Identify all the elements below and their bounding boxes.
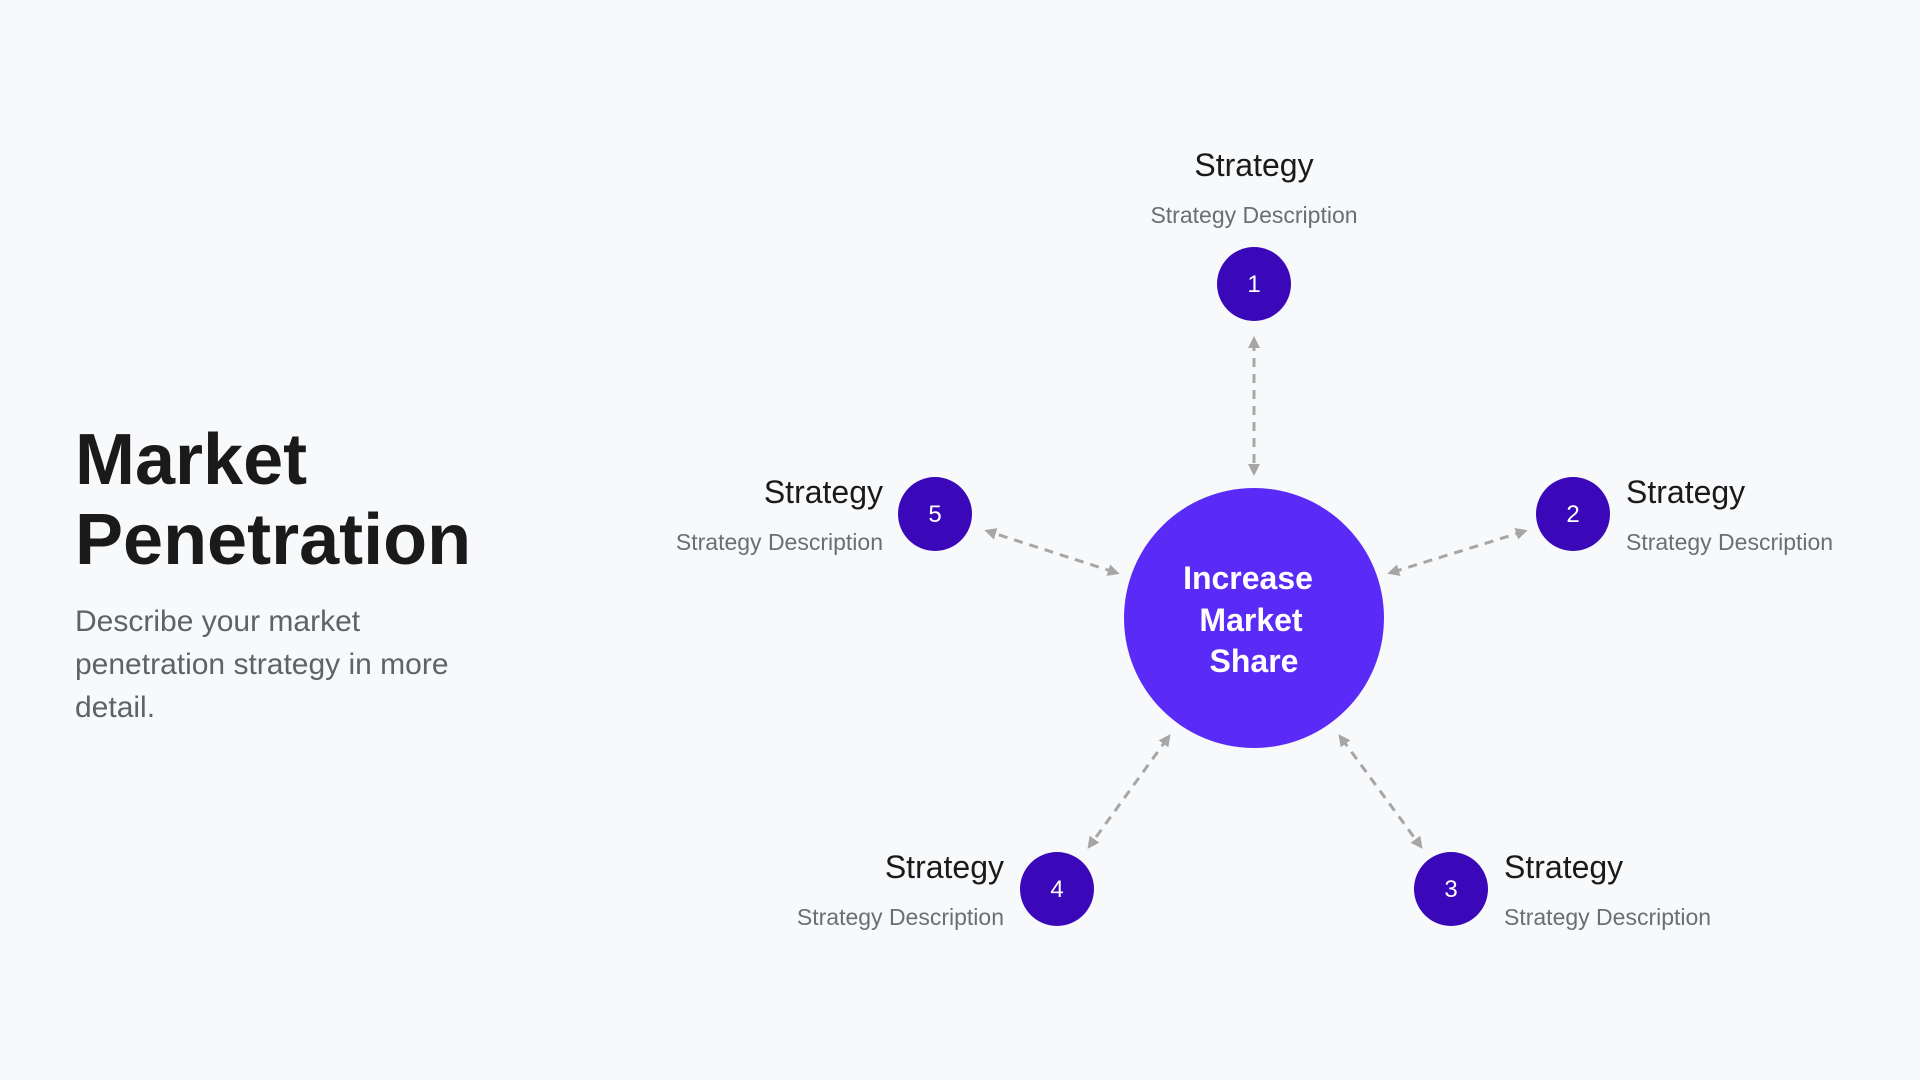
slide-title-line-2: Penetration — [75, 500, 472, 580]
strategy-3-number: 3 — [1444, 876, 1457, 903]
strategy-1-circle — [1217, 247, 1291, 321]
strategy-node-1: Strategy Strategy Description 1 — [1150, 147, 1358, 321]
strategy-2-circle — [1536, 477, 1610, 551]
strategy-5-number: 5 — [928, 501, 941, 528]
strategy-2-description: Strategy Description — [1626, 529, 1833, 555]
strategy-3-description: Strategy Description — [1504, 904, 1711, 930]
strategy-node-3: 3 Strategy Strategy Description — [1414, 849, 1711, 930]
center-node: Increase Market Share — [1124, 488, 1384, 748]
strategy-1-number: 1 — [1247, 271, 1260, 298]
strategy-node-2: 2 Strategy Strategy Description — [1536, 474, 1833, 555]
strategy-4-description: Strategy Description — [797, 904, 1004, 930]
strategy-2-number: 2 — [1566, 501, 1579, 528]
strategy-5-description: Strategy Description — [676, 529, 883, 555]
connectors — [984, 336, 1528, 849]
strategy-4-number: 4 — [1050, 876, 1063, 903]
center-circle — [1124, 488, 1384, 748]
center-label-line-1: Increase — [1183, 560, 1313, 596]
strategy-5-title: Strategy — [764, 474, 883, 510]
slide-description: Describe your market penetration strateg… — [75, 605, 449, 724]
strategy-5-circle — [898, 477, 972, 551]
strategy-2-title: Strategy — [1626, 474, 1745, 510]
strategy-4-title: Strategy — [885, 849, 1004, 885]
strategy-4-circle — [1020, 852, 1094, 926]
strategy-3-circle — [1414, 852, 1488, 926]
strategy-3-title: Strategy — [1504, 849, 1623, 885]
strategy-node-4: 4 Strategy Strategy Description — [797, 849, 1094, 930]
center-label-line-3: Share — [1210, 643, 1299, 679]
connector-2 — [1387, 528, 1528, 576]
strategy-1-title: Strategy — [1194, 147, 1313, 183]
center-label-line-2: Market — [1199, 602, 1303, 638]
slide-title: Market Penetration — [75, 420, 535, 580]
connector-3 — [1338, 734, 1423, 849]
strategy-node-5: 5 Strategy Strategy Description — [676, 474, 972, 555]
slide-title-line-1: Market — [75, 420, 308, 500]
strategy-1-description: Strategy Description — [1150, 202, 1357, 228]
connector-4 — [1087, 734, 1171, 849]
connector-5 — [984, 528, 1120, 576]
